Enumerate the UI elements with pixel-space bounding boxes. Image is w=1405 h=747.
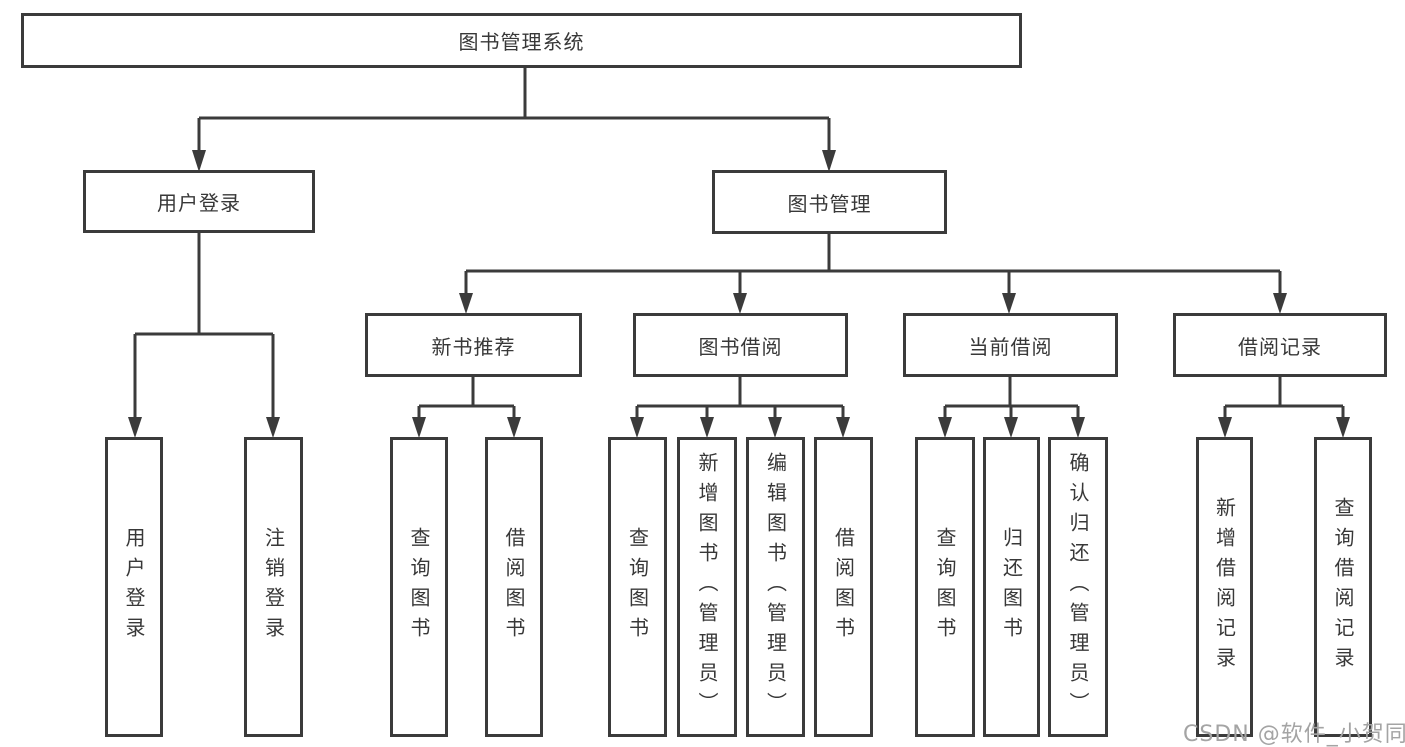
leaf-add-borrow-record: 新增借阅记录 — [1196, 437, 1253, 737]
leaf-label: 查询图书 — [407, 527, 431, 647]
leaf-add-book-admin: 新增图书（管理员） — [677, 437, 737, 737]
leaf-logout: 注销登录 — [244, 437, 303, 737]
leaf-user-login: 用户登录 — [105, 437, 163, 737]
node-label: 图书借阅 — [698, 334, 783, 359]
node-label: 图书管理 — [787, 191, 872, 216]
node-label: 用户登录 — [157, 191, 241, 215]
leaf-label: 编辑图书（管理员） — [763, 452, 788, 722]
leaf-query-book-current: 查询图书 — [915, 437, 975, 737]
leaf-label: 查询图书 — [933, 527, 957, 647]
node-current-borrow: 当前借阅 — [903, 313, 1118, 377]
leaf-edit-book-admin: 编辑图书（管理员） — [746, 437, 805, 737]
arrowheads — [128, 150, 1350, 438]
leaf-label: 查询图书 — [625, 527, 650, 647]
node-label: 新书推荐 — [431, 334, 516, 359]
leaf-label: 确认归还（管理员） — [1066, 452, 1090, 722]
node-root-system: 图书管理系统 — [21, 13, 1022, 68]
leaf-label: 归还图书 — [999, 527, 1024, 647]
node-user-login: 用户登录 — [83, 170, 315, 233]
leaf-label: 注销登录 — [261, 527, 286, 647]
node-borrow-records: 借阅记录 — [1173, 313, 1387, 377]
leaf-return-book: 归还图书 — [983, 437, 1040, 737]
leaf-borrow-book-recommend: 借阅图书 — [485, 437, 543, 737]
leaf-confirm-return-admin: 确认归还（管理员） — [1048, 437, 1108, 737]
node-book-borrow: 图书借阅 — [633, 313, 848, 377]
leaf-label: 借阅图书 — [502, 527, 526, 647]
leaf-label: 用户登录 — [122, 527, 146, 647]
node-label: 借阅记录 — [1238, 334, 1322, 359]
node-label: 当前借阅 — [968, 334, 1053, 359]
leaf-label: 新增图书（管理员） — [695, 452, 719, 722]
node-book-management: 图书管理 — [712, 170, 947, 234]
leaf-label: 新增借阅记录 — [1212, 497, 1237, 677]
leaf-query-borrow-record: 查询借阅记录 — [1314, 437, 1372, 737]
leaf-query-book-borrow: 查询图书 — [608, 437, 667, 737]
leaf-borrow-book: 借阅图书 — [814, 437, 873, 737]
node-label: 图书管理系统 — [458, 30, 585, 54]
node-new-book-recommend: 新书推荐 — [365, 313, 582, 377]
csdn-watermark: CSDN @软件_小贺同学 — [1183, 722, 1405, 747]
leaf-query-book-recommend: 查询图书 — [390, 437, 448, 737]
leaf-label: 查询借阅记录 — [1331, 497, 1355, 677]
leaf-label: 借阅图书 — [831, 527, 856, 647]
